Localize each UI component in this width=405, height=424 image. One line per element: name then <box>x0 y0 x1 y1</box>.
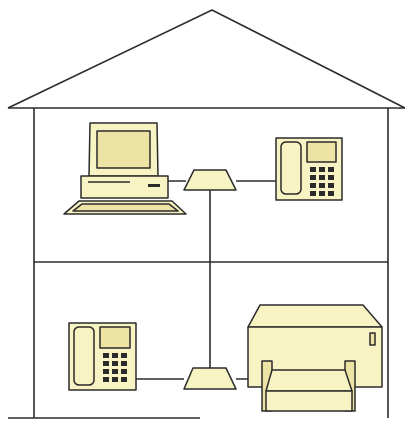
phone-icon <box>69 323 136 390</box>
phone-icon <box>276 138 342 200</box>
desktop-computer-icon <box>64 123 186 214</box>
printer-icon <box>248 305 382 411</box>
network-hub-icon <box>184 170 236 190</box>
roof <box>8 10 405 108</box>
network-hub-icon <box>184 368 236 389</box>
